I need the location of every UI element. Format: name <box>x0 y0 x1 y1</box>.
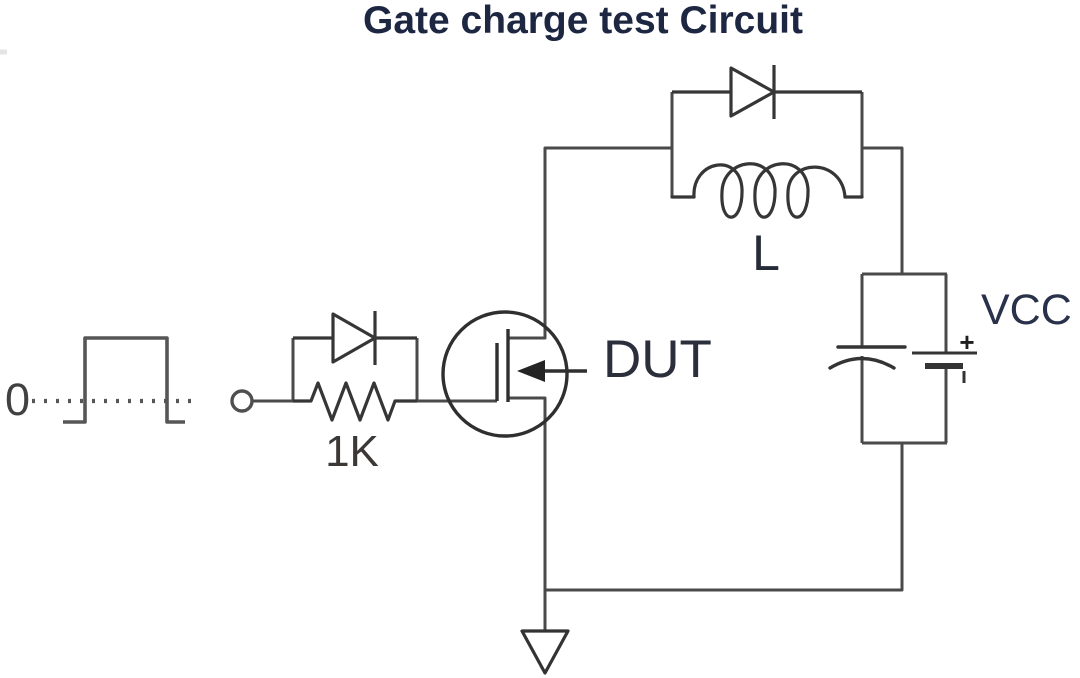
gate-diode <box>293 311 417 365</box>
page-title: Gate charge test Circuit <box>363 0 803 42</box>
mosfet-body-arrow-icon <box>517 360 545 382</box>
gate-resistor-icon <box>293 381 417 422</box>
return-rail <box>545 443 904 592</box>
ground-symbol-icon <box>520 629 570 675</box>
freewheel-diode-triangle-icon <box>729 66 776 118</box>
terminal-circle-icon <box>230 389 254 413</box>
inductor-coil <box>670 162 864 219</box>
pulse-waveform <box>32 336 200 424</box>
mosfet-dut <box>441 310 587 438</box>
vcc-label: VCC <box>981 286 1072 334</box>
input-terminal <box>230 389 293 413</box>
source-wire <box>508 396 547 632</box>
zero-level-label: 0 <box>5 374 31 425</box>
battery-plus-label: + <box>959 327 975 357</box>
drain-wire <box>508 146 672 340</box>
capacitor-curved-plate <box>828 356 896 370</box>
battery <box>912 351 977 383</box>
capacitor <box>828 345 907 370</box>
vcc-rail <box>862 146 904 274</box>
inductor-label: L <box>752 225 780 281</box>
freewheel-diode <box>672 65 862 119</box>
mosfet-body-circle <box>441 310 569 438</box>
gate-diode-triangle-icon <box>331 312 377 364</box>
pulse-shape <box>63 336 185 424</box>
resistor-value-label: 1K <box>325 427 379 476</box>
wires <box>291 92 948 632</box>
dut-label: DUT <box>603 330 712 389</box>
inductor-coil-icon <box>692 162 847 219</box>
